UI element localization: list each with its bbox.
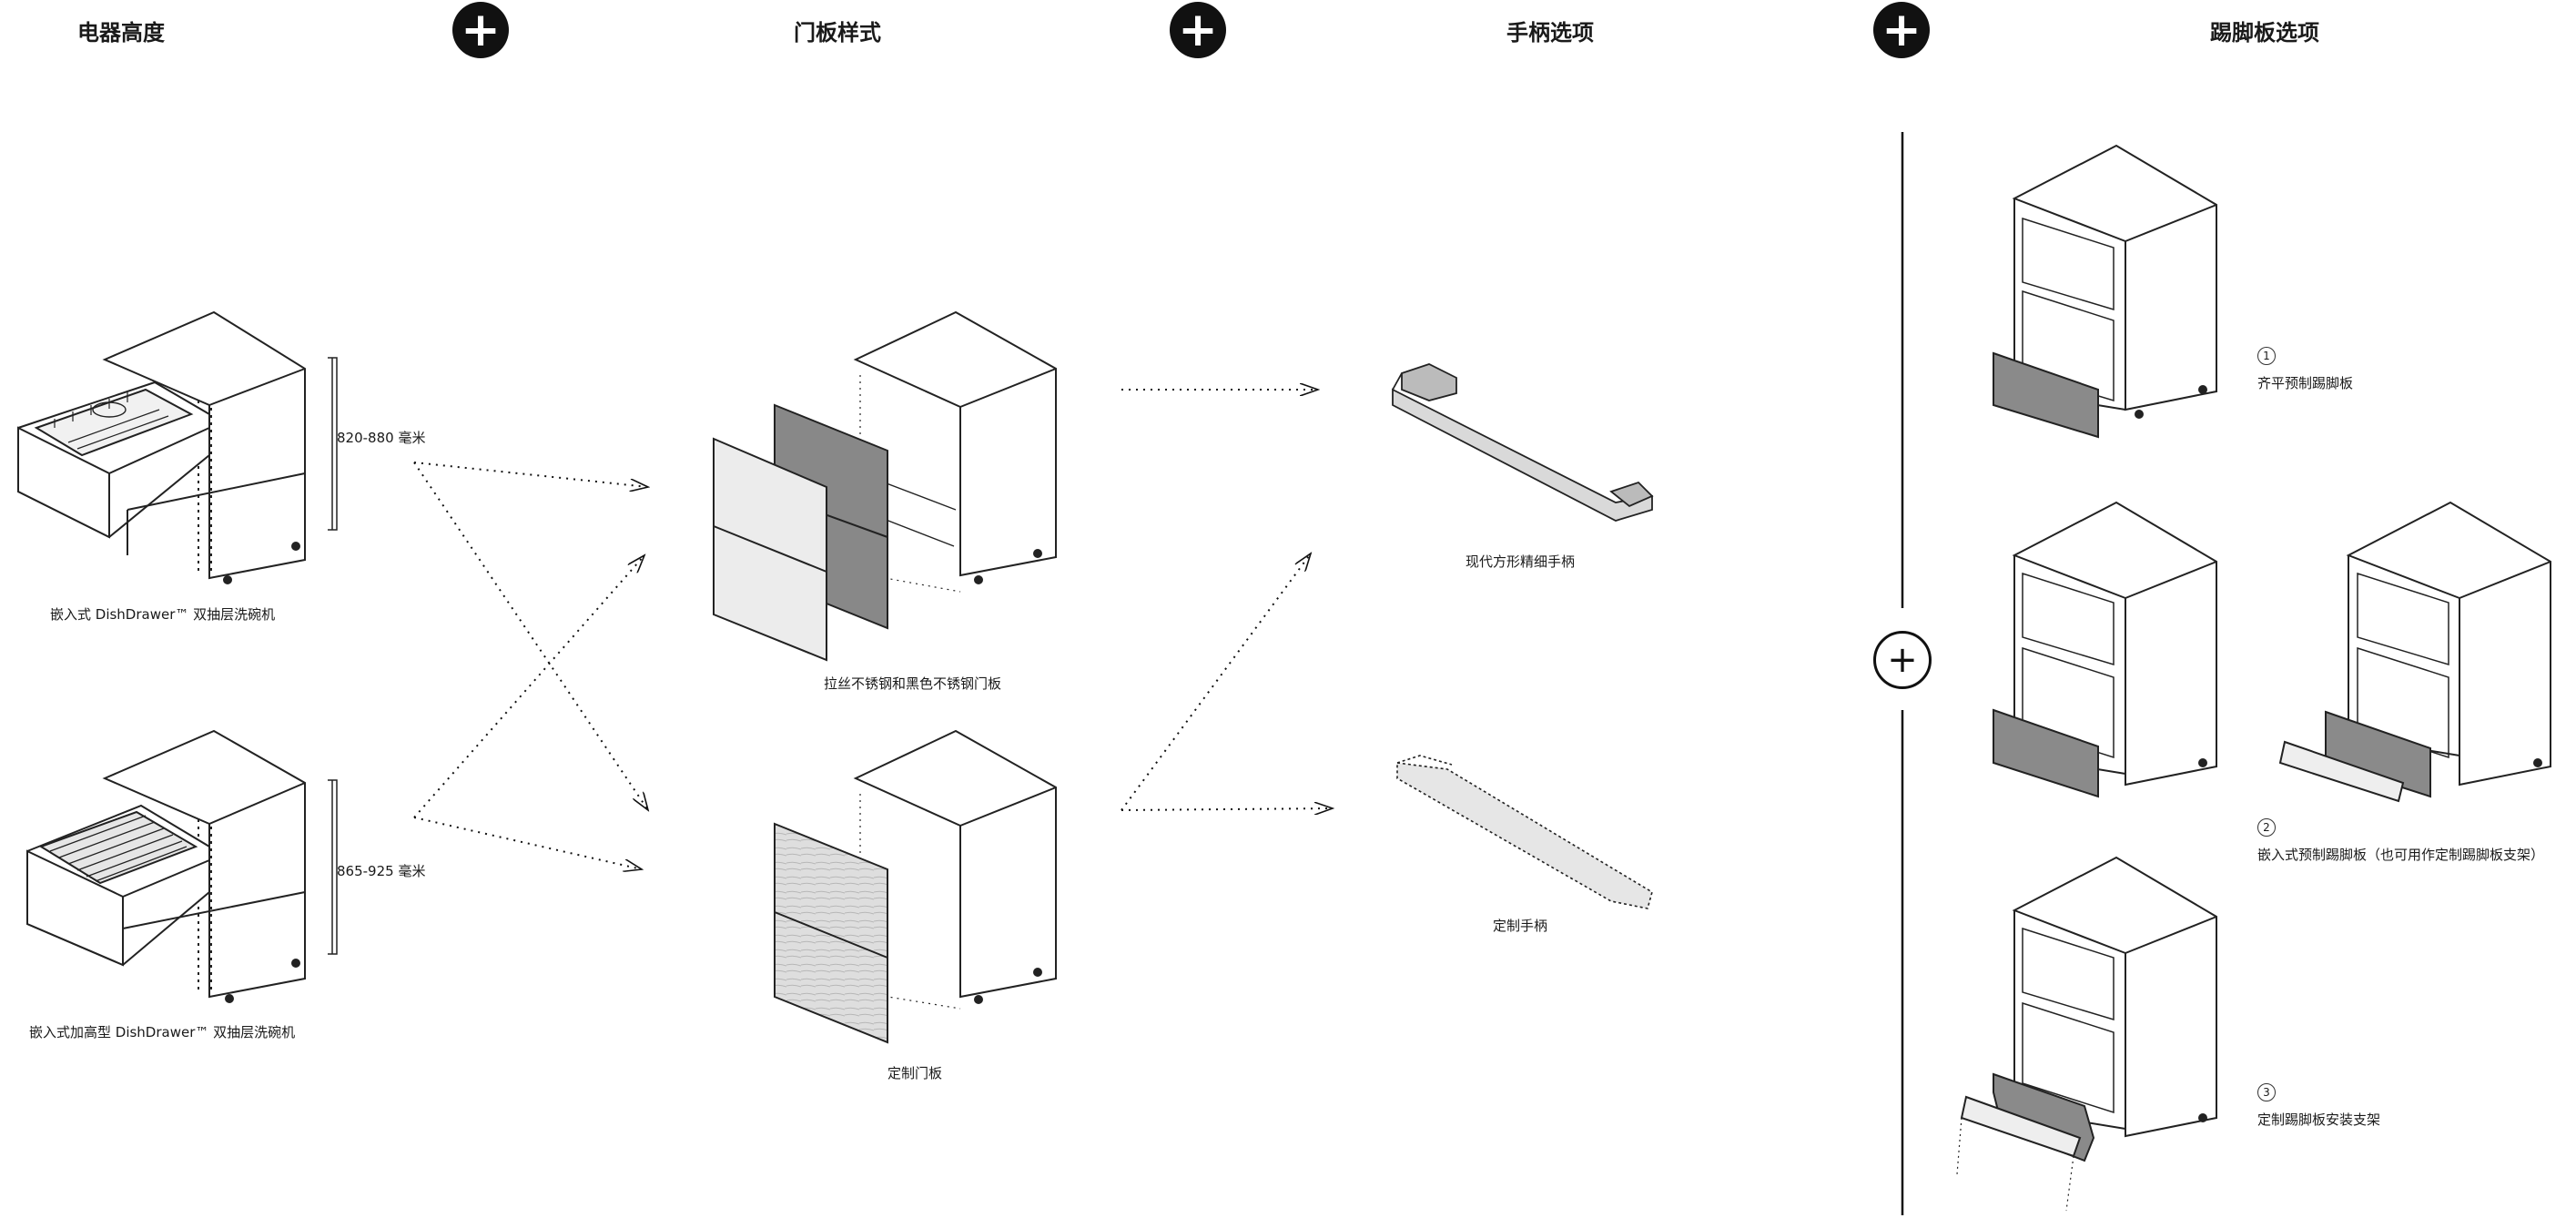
header-door-style: 门板样式 xyxy=(794,20,881,46)
toekick-label-3: 定制踢脚板安装支架 xyxy=(2257,1111,2381,1128)
plus-outline-icon: + xyxy=(1873,631,1932,689)
connector-arrows-left xyxy=(413,462,648,869)
header-handle-options: 手柄选项 xyxy=(1506,20,1594,46)
plus-outline-glyph: + xyxy=(1887,639,1918,681)
caption-handle-custom: 定制手柄 xyxy=(1493,918,1548,934)
caption-door-custom: 定制门板 xyxy=(887,1065,943,1081)
plus-icon-glyph: + xyxy=(461,3,501,57)
toekick-custom-bracket-drawing xyxy=(1956,856,2217,1212)
header-appliance-height: 电器高度 xyxy=(77,20,165,46)
toekick-label-1: 齐平预制踢脚板 xyxy=(2257,375,2354,391)
door-stainless-drawing xyxy=(713,310,1057,662)
door-custom-drawing xyxy=(774,729,1057,1044)
toekick-number-2: 2 xyxy=(2257,818,2276,837)
handle-modern-drawing xyxy=(1392,363,1654,522)
toekick-label-2: 嵌入式预制踢脚板（也可用作定制踢脚板支架） xyxy=(2257,847,2545,863)
toekick-number-1: 1 xyxy=(2257,347,2276,365)
caption-door-stainless: 拉丝不锈钢和黑色不锈钢门板 xyxy=(824,675,1002,692)
caption-dishdrawer-tall: 嵌入式加高型 DishDrawer™ 双抽层洗碗机 xyxy=(29,1024,296,1040)
plus-icon-glyph: + xyxy=(1178,3,1218,57)
plus-icon: + xyxy=(452,2,509,58)
dimension-tall: 865-925 毫米 xyxy=(337,863,426,879)
plus-icon: + xyxy=(1873,2,1930,58)
handle-custom-drawing xyxy=(1396,755,1653,909)
plus-icon-glyph: + xyxy=(1881,3,1922,57)
caption-dishdrawer-standard: 嵌入式 DishDrawer™ 双抽层洗碗机 xyxy=(50,606,276,623)
dishdrawer-tall-drawing xyxy=(26,729,306,1003)
dishdrawer-standard-drawing xyxy=(17,310,306,584)
header-toekick-options: 踢脚板选项 xyxy=(2210,20,2319,46)
plus-icon: + xyxy=(1170,2,1226,58)
connector-arrows-right xyxy=(1121,390,1333,810)
toekick-flush-drawing xyxy=(1993,144,2217,439)
dimension-standard: 820-880 毫米 xyxy=(337,430,426,446)
toekick-recessed-drawing xyxy=(1993,501,2551,803)
caption-handle-modern: 现代方形精细手柄 xyxy=(1465,553,1576,570)
toekick-number-3: 3 xyxy=(2257,1083,2276,1101)
